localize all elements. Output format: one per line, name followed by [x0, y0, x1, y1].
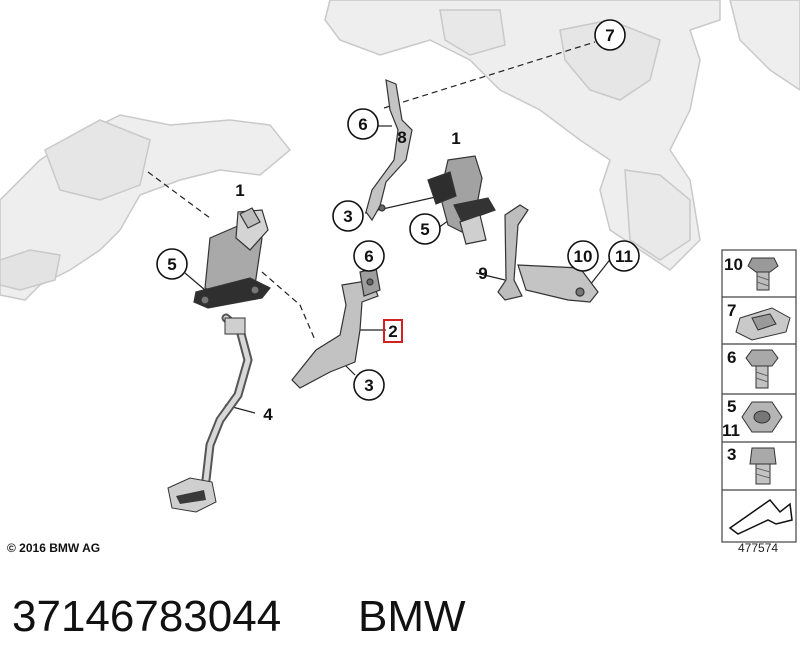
callout-4: 4 [263, 405, 273, 424]
callout-2: 2 [383, 319, 403, 343]
callout-3-upper: 3 [332, 200, 364, 232]
arrow-icon [728, 498, 793, 535]
callout-5-left-label: 5 [167, 255, 176, 274]
hex-nut-icon [741, 401, 783, 433]
copyright-text: © 2016 BMW AG [7, 541, 101, 555]
callout-10: 10 [567, 240, 599, 272]
legend-label-3: 3 [727, 445, 736, 464]
callout-6-lower-label: 6 [364, 247, 373, 266]
sensor-bracket [291, 267, 381, 389]
legend-label-6: 6 [727, 348, 736, 367]
callout-9-label: 9 [478, 264, 487, 283]
callout-8-label: 8 [397, 128, 406, 147]
brand-name: BMW [358, 592, 466, 641]
callout-9: 9 [478, 264, 487, 283]
callout-4-label: 4 [263, 405, 273, 424]
callout-5-right: 5 [409, 213, 441, 245]
callout-11-label: 11 [615, 247, 633, 266]
callout-1-left: 1 [235, 181, 244, 200]
clip-nut-icon [735, 307, 791, 341]
callout-6-upper: 6 [347, 108, 379, 140]
legend-label-10: 10 [724, 255, 743, 274]
left-coupling-rod [167, 313, 253, 513]
callout-3-lower-label: 3 [364, 376, 373, 395]
legend-label-7: 7 [727, 301, 736, 320]
callout-10-label: 10 [574, 247, 593, 266]
fastener-legend: 10 7 6 5 11 3 [721, 249, 797, 543]
callout-11: 11 [608, 240, 640, 272]
callout-2-label: 2 [388, 322, 397, 341]
drawing-number: 477574 [738, 541, 779, 555]
callout-1-right: 1 [451, 129, 460, 148]
callout-7-label: 7 [605, 26, 614, 45]
callout-5-right-label: 5 [420, 220, 429, 239]
callout-6-lower: 6 [353, 240, 385, 272]
flange-bolt-icon [747, 257, 779, 291]
callout-7: 7 [594, 19, 626, 51]
legend-label-11: 11 [722, 421, 740, 440]
hex-bolt-icon [745, 349, 779, 389]
left-height-sensor [193, 207, 271, 309]
callout-3-lower: 3 [353, 369, 385, 401]
callout-6-upper-label: 6 [358, 115, 367, 134]
rear-bracket [365, 79, 413, 222]
callout-5-left: 5 [156, 248, 188, 280]
rear-axle-subframe [0, 0, 800, 301]
part-number: 37146783044 [12, 592, 282, 641]
callouts: 1 1 2 3 3 4 5 5 6 [156, 19, 640, 424]
right-coupling-rod [497, 204, 599, 303]
right-height-sensor [427, 155, 496, 245]
callout-3-upper-label: 3 [343, 207, 352, 226]
legend-label-5: 5 [727, 397, 736, 416]
callout-1-right-label: 1 [451, 129, 460, 148]
socket-screw-icon [749, 447, 777, 485]
callout-8: 8 [397, 128, 406, 147]
callout-1-left-label: 1 [235, 181, 244, 200]
